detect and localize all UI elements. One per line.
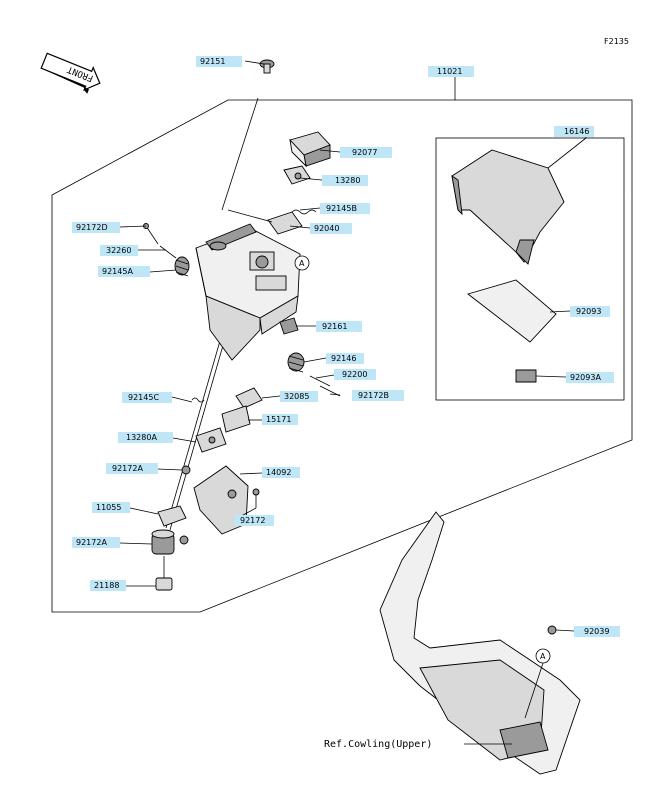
label-32085: 32085 [280, 391, 318, 402]
svg-text:92039: 92039 [584, 627, 609, 636]
label-92172a-upper: 92172A [106, 463, 158, 474]
screw-92172d-icon [143, 223, 159, 245]
svg-text:92172D: 92172D [76, 223, 108, 232]
pin-92200 [309, 375, 331, 387]
svg-text:16146: 16146 [564, 127, 589, 136]
svg-text:32260: 32260 [106, 246, 131, 255]
svg-text:92145C: 92145C [128, 393, 159, 402]
screw-92151-icon [259, 59, 275, 74]
svg-text:92145A: 92145A [102, 267, 133, 276]
svg-text:92172: 92172 [240, 516, 265, 525]
svg-text:92151: 92151 [200, 57, 225, 66]
latch-92077 [289, 131, 331, 168]
label-21188: 21188 [90, 580, 126, 591]
storage-box [195, 223, 301, 361]
svg-text:92161: 92161 [322, 322, 347, 331]
svg-text:15171: 15171 [266, 415, 291, 424]
switch-21188 [155, 556, 173, 591]
label-92200: 92200 [334, 369, 376, 380]
svg-text:92172A: 92172A [112, 464, 143, 473]
svg-text:92093A: 92093A [570, 373, 601, 382]
bolt-92172a-lower-icon [179, 535, 189, 545]
svg-text:21188: 21188 [94, 581, 119, 590]
spring-92145b [291, 209, 317, 215]
label-92145b: 92145B [320, 203, 370, 214]
svg-text:13280A: 13280A [126, 433, 157, 442]
label-92172a-lower: 92172A [72, 537, 120, 548]
label-11021: 11021 [428, 66, 474, 77]
svg-text:92172A: 92172A [76, 538, 107, 547]
label-92172b: 92172B [352, 390, 404, 401]
ref-cowling-label: Ref.Cowling(Upper) [324, 739, 432, 750]
label-92146: 92146 [326, 353, 364, 364]
label-92172d: 92172D [72, 222, 120, 233]
svg-text:92077: 92077 [352, 148, 377, 157]
bracket-11055 [157, 505, 187, 527]
pad-92093 [467, 279, 557, 343]
part-labels: 92151 11021 92077 13280 92145B 92040 921… [72, 56, 620, 637]
front-arrow-icon: FRONT [40, 52, 101, 94]
main-assembly-outline [51, 99, 633, 613]
svg-text:14092: 14092 [266, 468, 291, 477]
label-13280: 13280 [322, 175, 368, 186]
piece-15171 [221, 405, 251, 433]
svg-text:92145B: 92145B [326, 204, 357, 213]
svg-text:11021: 11021 [437, 67, 462, 76]
spring-92145c [191, 397, 205, 403]
bracket-32085 [235, 387, 263, 409]
bolt-92172a-icon [181, 465, 191, 475]
label-13280a: 13280A [118, 432, 173, 443]
label-92145a: 92145A [98, 266, 150, 277]
svg-text:32085: 32085 [284, 392, 309, 401]
spring-92145a-icon [174, 256, 190, 277]
svg-text:92040: 92040 [314, 224, 339, 233]
hinge-13280a [195, 427, 227, 453]
screw-92172-icon [252, 488, 260, 508]
label-92151: 92151 [196, 56, 242, 67]
label-16146: 16146 [554, 126, 594, 137]
inset-parts [451, 149, 565, 383]
inset-box [435, 137, 625, 401]
hinge-13280 [283, 165, 311, 185]
bracket-92040 [267, 211, 303, 235]
label-14092: 14092 [262, 467, 300, 478]
cowling-upper: A [379, 511, 581, 775]
cover-hole [227, 489, 237, 499]
label-32260: 32260 [100, 245, 138, 256]
label-15171: 15171 [262, 414, 298, 425]
assembly-parts: A [143, 59, 341, 591]
svg-text:92172B: 92172B [358, 391, 389, 400]
lock-cylinder [151, 529, 175, 555]
part-92161-icon [279, 317, 299, 335]
pin-32260 [159, 245, 177, 259]
label-92172: 92172 [234, 515, 274, 526]
spring-92146-icon [287, 352, 305, 373]
lid-16146 [451, 149, 565, 263]
label-92040: 92040 [310, 223, 352, 234]
svg-text:11055: 11055 [96, 503, 121, 512]
label-92161: 92161 [316, 321, 362, 332]
marker-a-upper-icon [294, 255, 310, 271]
marker-a-lower-label: A [540, 652, 546, 661]
svg-text:92093: 92093 [576, 307, 601, 316]
label-92145c: 92145C [122, 392, 172, 403]
label-92077: 92077 [340, 147, 392, 158]
svg-text:92200: 92200 [342, 370, 367, 379]
label-11055: 11055 [92, 502, 130, 513]
diagram-code: F2135 [604, 37, 629, 46]
svg-text:92146: 92146 [331, 354, 356, 363]
label-92093: 92093 [570, 306, 610, 317]
label-92039: 92039 [574, 626, 620, 637]
marker-a-upper-label: A [299, 259, 305, 268]
label-92093a: 92093A [566, 372, 614, 383]
svg-text:13280: 13280 [335, 176, 360, 185]
leader-lines [119, 60, 587, 632]
pad-92093a [515, 369, 537, 383]
